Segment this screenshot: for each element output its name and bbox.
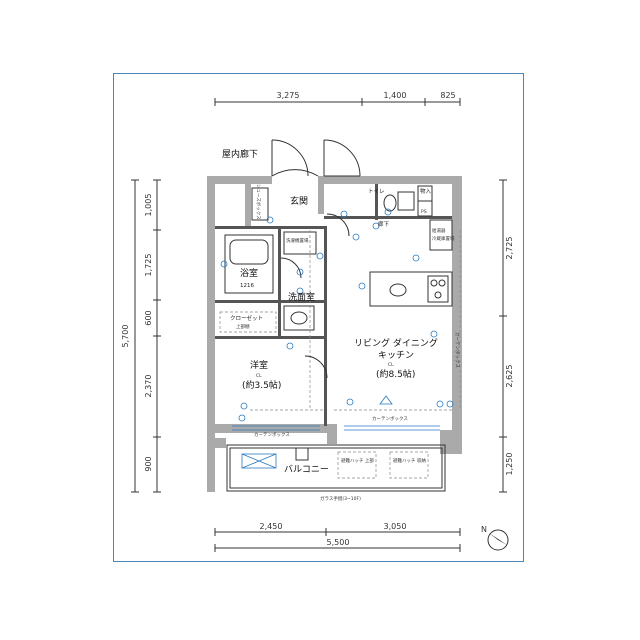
label-bath: 浴室	[240, 267, 258, 279]
right-dimensions: 2,725 2,625 1,250	[499, 179, 514, 493]
label-corridor: 屋内廊下	[222, 148, 258, 160]
label-balcony: バルコニー	[284, 464, 329, 475]
left-dimensions: 5,700 1,005 1,725 600 2,370 900	[121, 179, 161, 493]
label-laundry: 洗濯機置場	[286, 237, 309, 244]
shoes-box	[251, 187, 269, 221]
dim-top-3: 825	[440, 91, 455, 100]
entrance-doors	[271, 139, 361, 177]
label-ldk-1: リビング ダイニング	[354, 337, 438, 349]
dim-left-total: 5,700	[121, 325, 130, 348]
bottom-dimensions: 2,450 3,050 5,500	[214, 522, 461, 552]
room-labels: 屋内廊下 玄関 トイレ 物入 PS 廊下 シューズボックス 給湯器 冷蔵庫置場 …	[222, 148, 461, 502]
label-toilet: トイレ	[368, 189, 385, 195]
fridge-space	[429, 219, 453, 251]
label-hallway: 廊下	[378, 220, 390, 228]
outlets	[220, 208, 454, 422]
label-closet: クローゼット	[230, 314, 263, 322]
label-washroom: 洗面室	[288, 291, 315, 303]
label-entrance: 玄関	[290, 195, 308, 207]
label-bedroom-cl: CL	[256, 373, 262, 379]
dim-top-2: 1,400	[384, 91, 407, 100]
label-curtain-box-2: カーテンボックス	[372, 415, 408, 422]
label-closet-upper: 上部棚	[236, 323, 250, 330]
label-bedroom: 洋室	[250, 359, 268, 371]
dim-left-1: 1,005	[144, 194, 153, 217]
label-bedroom-size: (約3.5帖)	[242, 379, 281, 391]
dim-right-3: 1,250	[505, 453, 514, 476]
plan-frame	[113, 73, 524, 562]
bathtub	[224, 234, 274, 294]
label-water-heater: 給湯器	[432, 227, 446, 234]
walls	[207, 176, 462, 492]
label-curtain-box-right: カーテンボックス	[454, 332, 461, 368]
label-ldk-cl: CL	[388, 362, 394, 368]
kitchen-counter	[369, 271, 453, 307]
label-hatch-1: 避難ハッチ 上部	[341, 457, 374, 464]
fixtures	[219, 185, 461, 431]
dim-right-1: 2,725	[505, 237, 514, 260]
dim-bottom-1: 2,450	[260, 522, 283, 531]
dim-left-2: 1,725	[144, 254, 153, 277]
dim-left-3: 600	[144, 310, 153, 325]
label-fridge: 冷蔵庫置場	[432, 235, 455, 242]
compass-label: N	[481, 525, 487, 534]
hatch-2	[389, 451, 429, 479]
balcony	[226, 444, 446, 492]
label-bath-size: 1216	[240, 283, 254, 289]
dim-left-4: 2,370	[144, 375, 153, 398]
label-ps: PS	[421, 209, 427, 215]
label-ldk-size: (約8.5帖)	[376, 368, 415, 380]
label-glass-rail: ガラス手摺(3~10F)	[320, 495, 361, 502]
label-storage: 物入	[420, 187, 432, 195]
laundry-space	[283, 231, 317, 255]
label-shoes-box: シューズボックス	[255, 184, 262, 220]
dim-top-1: 3,275	[277, 91, 300, 100]
compass: N	[481, 525, 509, 551]
top-dimensions: 3,275 1,400 825	[214, 91, 461, 106]
washbasin	[283, 305, 315, 331]
hatch-1	[337, 451, 377, 479]
stove	[427, 275, 449, 303]
dim-left-5: 900	[144, 456, 153, 471]
label-curtain-box-1: カーテンボックス	[254, 431, 290, 438]
label-hatch-2: 避難ハッチ 収納	[393, 457, 426, 464]
label-ldk-2: キッチン	[378, 350, 414, 361]
dim-bottom-total: 5,500	[327, 538, 350, 547]
dim-bottom-2: 3,050	[384, 522, 407, 531]
kitchen-sink	[389, 283, 407, 297]
toilet-bowl	[383, 194, 397, 212]
closet	[219, 311, 277, 333]
dim-right-2: 2,625	[505, 365, 514, 388]
